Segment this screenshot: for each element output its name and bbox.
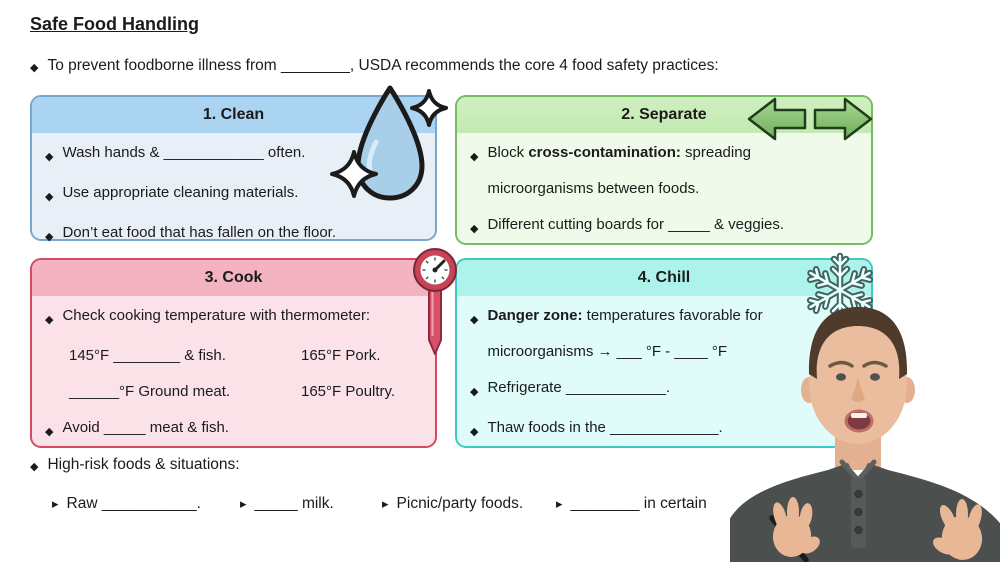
triangle-bullet: ▸ — [240, 496, 247, 511]
intro-line: ◆ To prevent foodborne illness from ____… — [30, 57, 719, 75]
high-risk-item: ▸ Picnic/party foods. — [382, 495, 523, 513]
diamond-bullet: ◆ — [30, 461, 39, 473]
diamond-bullet: ◆ — [45, 151, 54, 163]
high-risk-item-text: _____ milk. — [254, 495, 334, 512]
page-title: Safe Food Handling — [30, 14, 199, 34]
clean-item-text: Don’t eat food that has fallen on the fl… — [62, 224, 336, 241]
clean-item: ◆ Use appropriate cleaning materials. — [45, 182, 422, 208]
high-risk-heading: ◆ High-risk foods & situations: — [30, 456, 240, 474]
triangle-bullet: ▸ — [52, 496, 59, 511]
temp-cell: 145°F ________ & fish. — [69, 347, 226, 364]
diamond-bullet: ◆ — [470, 151, 479, 163]
diamond-bullet: ◆ — [470, 426, 479, 438]
cook-temp-row: 145°F ________ & fish. 165°F Pork. — [69, 345, 422, 367]
right-hand — [933, 499, 983, 560]
opposing-arrows-icon — [747, 97, 873, 141]
diamond-bullet: ◆ — [470, 314, 479, 326]
temp-cell: 165°F Poultry. — [301, 383, 396, 400]
clean-item-text: Wash hands & ____________ often. — [62, 144, 306, 161]
cook-box-header: 3. Cook — [32, 260, 435, 296]
chill-item: ◆ Refrigerate ____________. — [470, 377, 858, 403]
diamond-bullet: ◆ — [45, 426, 54, 438]
high-risk-heading-text: High-risk foods & situations: — [47, 456, 240, 473]
diamond-bullet: ◆ — [45, 231, 54, 243]
temp-cell: 165°F Pork. — [301, 347, 381, 364]
temp-cell: ______°F Ground meat. — [69, 383, 231, 400]
water-droplet-sparkles-icon — [330, 85, 448, 201]
chill-box-header: 4. Chill — [457, 260, 871, 296]
high-risk-item-text: ________ in certain — [570, 495, 707, 512]
high-risk-item-text: Picnic/party foods. — [396, 495, 524, 512]
high-risk-item: ▸ _____ milk. — [240, 495, 334, 513]
chill-item: ◆ Thaw foods in the _____________. — [470, 417, 858, 443]
diamond-bullet: ◆ — [45, 191, 54, 203]
separate-item-text: Block cross-contamination: spreading mic… — [487, 144, 751, 197]
high-risk-item: ▸ Raw ___________. — [52, 495, 201, 513]
left-hand-with-pen — [769, 497, 820, 562]
presenter-person — [730, 307, 1000, 562]
clean-item: ◆ Wash hands & ____________ often. — [45, 142, 422, 168]
chill-item-text: Refrigerate ____________. — [487, 379, 671, 396]
cook-item: ◆ Check cooking temperature with thermom… — [45, 305, 422, 331]
chill-box: 4. Chill ◆ Danger zone: temperatures fav… — [455, 258, 873, 448]
chill-item: ◆ Danger zone: temperatures favorable fo… — [470, 305, 858, 363]
clean-item: ◆ Don’t eat food that has fallen on the … — [45, 222, 422, 248]
chill-item-text: Thaw foods in the _____________. — [487, 419, 723, 436]
diamond-bullet: ◆ — [45, 314, 54, 326]
triangle-bullet: ▸ — [382, 496, 389, 511]
diamond-bullet: ◆ — [470, 386, 479, 398]
triangle-bullet: ▸ — [556, 496, 563, 511]
high-risk-item: ▸ ________ in certain — [556, 495, 707, 513]
separate-item-text: Different cutting boards for _____ & veg… — [487, 216, 785, 233]
separate-item: ◆ Different cutting boards for _____ & v… — [470, 214, 858, 240]
chill-item-text: Danger zone: temperatures favorable for … — [487, 307, 763, 360]
cook-item-text: Avoid _____ meat & fish. — [62, 419, 229, 436]
separate-item: ◆ Block cross-contamination: spreading m… — [470, 142, 858, 200]
diamond-bullet: ◆ — [30, 62, 39, 74]
cook-box: 3. Cook ◆ Check cooking temperature with… — [30, 258, 437, 448]
thermometer-icon — [413, 248, 457, 355]
cook-item-text: Check cooking temperature with thermomet… — [62, 307, 371, 324]
cook-temp-row: ______°F Ground meat. 165°F Poultry. — [69, 381, 422, 403]
cook-item: ◆ Avoid _____ meat & fish. — [45, 417, 422, 443]
clean-item-text: Use appropriate cleaning materials. — [62, 184, 299, 201]
intro-text: To prevent foodborne illness from ______… — [47, 57, 719, 74]
high-risk-item-text: Raw ___________. — [66, 495, 201, 512]
diamond-bullet: ◆ — [470, 223, 479, 235]
